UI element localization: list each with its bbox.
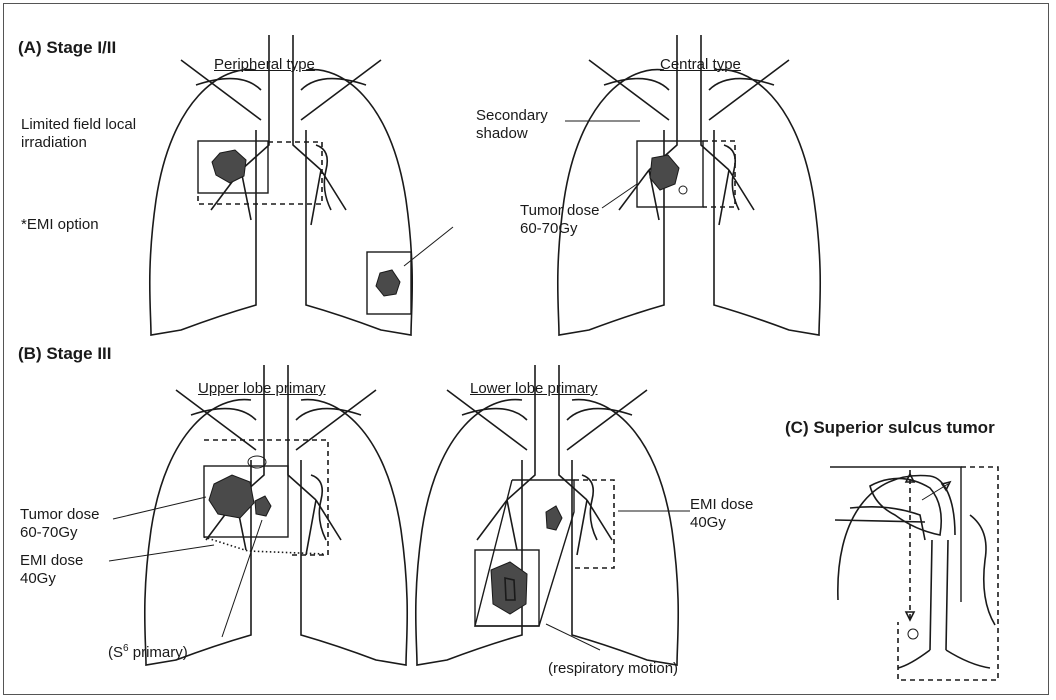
lung-peripheral: [150, 35, 413, 335]
heading-stage-b: (B) Stage III: [18, 344, 112, 364]
superior-sulcus-diagram: [830, 467, 998, 680]
label-central-type: Central type: [660, 56, 741, 73]
label-s6-primary: (S6 primary): [108, 640, 188, 662]
label-emi-option: *EMI option: [21, 216, 99, 234]
label-secondary-shadow-1: Secondary: [476, 107, 548, 125]
tumor-peripheral-lower: [376, 270, 400, 296]
label-tumor-dose-upper-1: Tumor dose: [20, 506, 99, 524]
heading-superior-sulcus: (C) Superior sulcus tumor: [785, 418, 995, 438]
tumor-upper-lobe: [209, 475, 254, 518]
label-emi-dose-lower-1: EMI dose: [690, 496, 753, 514]
label-emi-dose-upper-2: 40Gy: [20, 570, 56, 588]
label-tumor-dose-upper-2: 60-70Gy: [20, 524, 78, 542]
label-secondary-shadow-2: shadow: [476, 125, 528, 143]
lung-upper-lobe: [145, 365, 408, 665]
heading-stage-a: (A) Stage I/II: [18, 38, 116, 58]
tumor-peripheral-upper: [212, 150, 246, 183]
label-lower-lobe-primary: Lower lobe primary: [470, 380, 598, 397]
tumor-lower-lobe: [491, 562, 527, 614]
label-limited-field-2: irradiation: [21, 134, 87, 152]
label-tumor-dose-central-2: 60-70Gy: [520, 220, 578, 238]
label-limited-field-1: Limited field local: [21, 116, 136, 134]
label-tumor-dose-central-1: Tumor dose: [520, 202, 599, 220]
label-upper-lobe-primary: Upper lobe primary: [198, 380, 326, 397]
label-respiratory-motion: (respiratory motion): [548, 660, 678, 678]
lung-central: [558, 35, 821, 335]
label-peripheral-type: Peripheral type: [214, 56, 315, 73]
label-emi-dose-upper-1: EMI dose: [20, 552, 83, 570]
tumor-central: [650, 155, 679, 190]
label-emi-dose-lower-2: 40Gy: [690, 514, 726, 532]
